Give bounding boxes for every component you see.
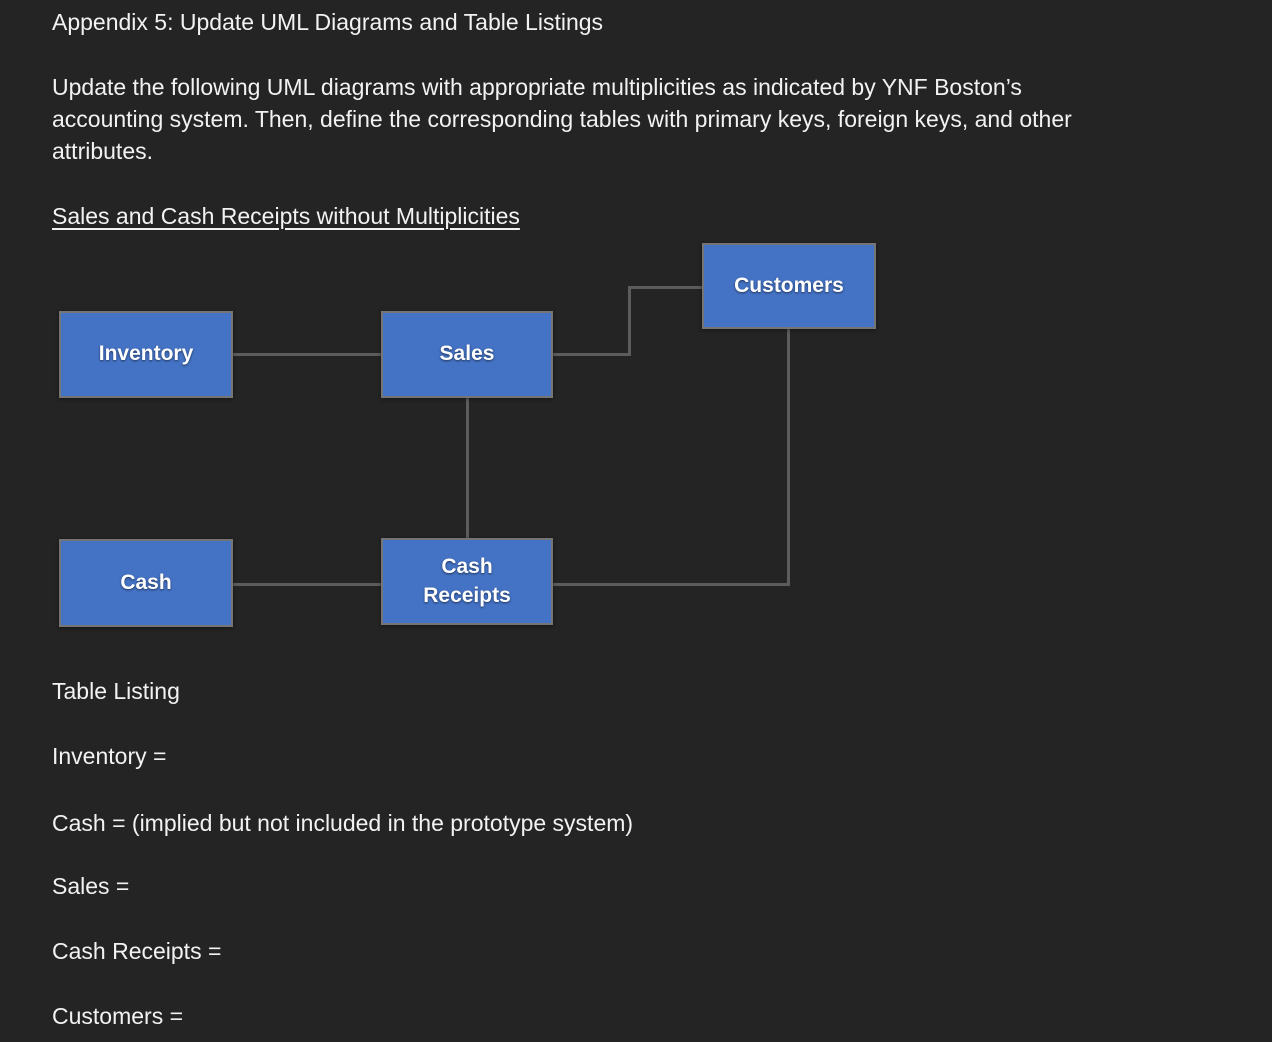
- intro-line-2: accounting system. Then, define the corr…: [52, 106, 1072, 132]
- uml-node-cash: Cash: [59, 539, 233, 627]
- uml-node-cash-receipts-label: Cash Receipts: [423, 555, 511, 607]
- intro-line-3: attributes.: [52, 138, 153, 164]
- uml-node-sales: Sales: [381, 311, 553, 398]
- uml-node-inventory-label: Inventory: [98, 342, 194, 366]
- connector-sales-customers-segment1: [553, 353, 631, 356]
- page-title: Appendix 5: Update UML Diagrams and Tabl…: [52, 9, 604, 35]
- section-heading: Sales and Cash Receipts without Multipli…: [52, 203, 520, 229]
- connector-inventory-sales: [233, 353, 381, 356]
- uml-node-cash-label: Cash: [120, 570, 172, 594]
- intro-line-1: Update the following UML diagrams with a…: [52, 74, 1022, 100]
- uml-node-customers: Customers: [702, 243, 876, 329]
- uml-node-inventory: Inventory: [59, 311, 233, 398]
- table-listing-item-cash: Cash = (implied but not included in the …: [52, 810, 634, 836]
- table-listing-item-inventory: Inventory =: [52, 743, 167, 769]
- uml-node-sales-label: Sales: [439, 342, 495, 366]
- connector-sales-cash-receipts: [466, 397, 469, 538]
- uml-node-customers-label: Customers: [734, 273, 844, 297]
- uml-node-cash-receipts: Cash Receipts: [381, 538, 553, 625]
- table-listing-item-customers: Customers =: [52, 1003, 184, 1029]
- connector-cash-receipts-customers-segment1: [553, 583, 790, 586]
- intro-paragraph: Update the following UML diagrams with a…: [52, 71, 1072, 167]
- connector-cash-cash-receipts: [233, 583, 381, 586]
- connector-sales-customers-segment2: [628, 286, 631, 356]
- connector-sales-customers-segment3: [628, 286, 703, 289]
- connector-cash-receipts-customers-segment2: [787, 329, 790, 586]
- table-listing-item-sales: Sales =: [52, 873, 130, 899]
- table-listing-item-cash-receipts: Cash Receipts =: [52, 938, 222, 964]
- table-listing-heading: Table Listing: [52, 678, 180, 704]
